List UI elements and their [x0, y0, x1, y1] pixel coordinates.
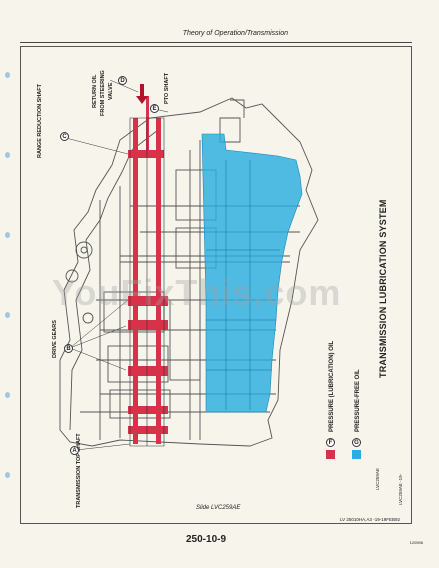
return-oil-label-1: RETURN OIL: [92, 74, 98, 108]
legend-f: F: [326, 438, 335, 447]
return-oil-arrow: [136, 84, 148, 104]
watermark: YouFixThis.com: [52, 272, 342, 313]
figure-frame: [20, 46, 412, 524]
callout-d: D: [118, 76, 127, 85]
legend-pressure-label: PRESSURE (LUBRICATION) OIL: [329, 340, 335, 432]
callout-a: A: [70, 446, 79, 455]
page-number: 250-10-9: [186, 534, 227, 545]
callout-b: B: [64, 344, 73, 353]
rev-code: LVC259AE -19-: [398, 473, 403, 505]
corner-code: 120596: [409, 540, 423, 545]
range-reduction-label: RANGE REDUCTION SHAFT: [37, 84, 43, 158]
drive-gears-label: DRIVE GEARS: [52, 320, 58, 358]
footer-small-1: LV 25010HA,A3 -19-19FEB92: [340, 517, 400, 522]
binder-hole: [5, 152, 10, 158]
top-shaft-label: TRANSMISSION TOP SHAFT: [76, 433, 82, 508]
legend-pressure-free-label: PRESSURE-FREE OIL: [355, 369, 361, 432]
diagram-title: TRANSMISSION LUBRICATION SYSTEM: [378, 199, 388, 378]
pto-shaft-label: PTO SHAFT: [164, 72, 170, 104]
binder-hole: [5, 472, 10, 478]
pressure-oil-swatch: [326, 450, 335, 459]
callout-c: C: [60, 132, 69, 141]
pressure-oil-shafts: [128, 96, 168, 444]
leader-lines: [65, 79, 169, 451]
legend-g: G: [352, 438, 361, 447]
page-header: Theory of Operation/Transmission: [20, 30, 412, 43]
slide-label: Slide LVC259AE: [196, 505, 241, 511]
binder-hole: [5, 392, 10, 398]
legend-ref-code: LVC259AE: [375, 468, 380, 490]
binder-hole: [5, 312, 10, 318]
return-oil-label-3: VALVE: [108, 82, 114, 100]
pressure-free-oil-area: [201, 133, 303, 413]
return-oil-label-2: FROM STEERING: [100, 70, 106, 116]
binder-hole: [5, 72, 10, 78]
binder-hole: [5, 232, 10, 238]
pressure-free-oil-swatch: [352, 450, 361, 459]
callout-e: E: [150, 104, 159, 113]
section-title: Theory of Operation/Transmission: [182, 30, 288, 37]
